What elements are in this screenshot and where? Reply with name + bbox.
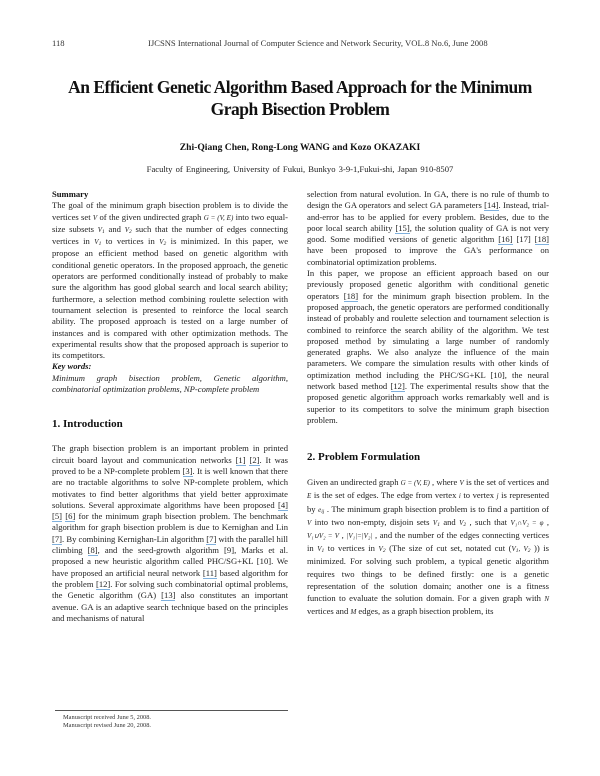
page-number: 118: [52, 38, 65, 48]
citation-link[interactable]: [3]: [182, 465, 193, 477]
left-column: Summary The goal of the minimum graph bi…: [52, 189, 288, 624]
right-column: selection from natural evolution. In GA,…: [307, 189, 549, 618]
summary-heading: Summary: [52, 189, 89, 199]
citation-link[interactable]: [18]: [534, 234, 549, 246]
title-line-1: An Efficient Genetic Algorithm Based App…: [68, 77, 532, 97]
citation-link[interactable]: [5]: [52, 511, 63, 523]
citation-link[interactable]: [1]: [235, 454, 246, 466]
citation-link[interactable]: [7]: [206, 533, 217, 545]
introduction-paragraph-2: In this paper, we propose an efficient a…: [307, 268, 550, 425]
citation-link[interactable]: [18]: [343, 290, 359, 302]
citation-link[interactable]: [16]: [498, 234, 513, 246]
introduction-text: The graph bisection problem is an import…: [52, 443, 289, 623]
footnote-divider: [55, 710, 288, 711]
title-line-2: Graph Bisection Problem: [210, 99, 390, 119]
citation-link[interactable]: [15]: [395, 222, 410, 234]
footnote-revised: Manuscript revised June 20, 2008.: [63, 722, 152, 729]
citation-link[interactable]: [12]: [95, 578, 111, 590]
citation-link[interactable]: [4]: [277, 499, 288, 511]
introduction-text-continued: selection from natural evolution. In GA,…: [307, 189, 550, 267]
citation-link[interactable]: [7]: [52, 533, 63, 545]
summary-text: The goal of the minimum graph bisection …: [52, 200, 289, 361]
paper-title: An Efficient Genetic Algorithm Based App…: [40, 76, 560, 120]
authors: Zhi-Qiang Chen, Rong-Long WANG and Kozo …: [179, 142, 421, 153]
keywords-heading: Key words:: [52, 361, 92, 372]
citation-link[interactable]: [14]: [484, 200, 499, 212]
footnotes: Manuscript received June 5, 2008. Manusc…: [63, 714, 151, 730]
section-heading-problem-formulation: 2. Problem Formulation: [307, 451, 421, 464]
affiliation: Faculty of Engineering, University of Fu…: [146, 164, 454, 174]
citation-link[interactable]: [8]: [87, 545, 98, 557]
citation-link[interactable]: [6]: [65, 511, 76, 523]
citation-link[interactable]: [2]: [249, 454, 260, 466]
citation-link[interactable]: [13]: [161, 590, 176, 602]
keywords-text: Minimum graph bisection problem, Genetic…: [52, 372, 288, 395]
footnote-received: Manuscript received June 5, 2008.: [63, 714, 152, 721]
citation-link[interactable]: [12]: [390, 381, 405, 393]
citation-link[interactable]: [11]: [202, 567, 217, 579]
journal-name: IJCSNS International Journal of Computer…: [148, 38, 488, 48]
formulation-text: Given an undirected graph G = (V, E) , w…: [307, 477, 550, 617]
section-heading-introduction: 1. Introduction: [52, 418, 123, 431]
